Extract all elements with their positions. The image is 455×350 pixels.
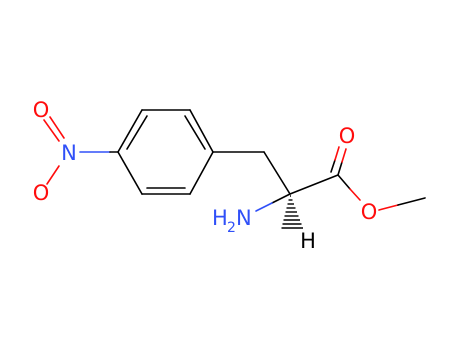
- bond-o-top-n-double: [49, 116, 65, 139]
- atom-carbonyl-o: O: [339, 124, 356, 148]
- hashed-wedge-bond: [281, 195, 303, 229]
- bond-carbonyl-ester-o-red: [349, 188, 361, 201]
- bond-alpha-nh2: [271, 193, 291, 204]
- amine-group: H 2 N: [212, 206, 252, 236]
- bond-carbonyl-ester-o: [337, 174, 351, 190]
- bond-alpha-carbonyl: [289, 174, 339, 195]
- atom-n-nitro: N: [61, 141, 77, 165]
- atom-alpha-h: H: [300, 229, 316, 253]
- bond-ester-o-methyl-red: [378, 204, 399, 211]
- ring-inner-1: [126, 115, 148, 150]
- ring-bond-3: [189, 109, 214, 153]
- bond-alpha-nh2-blue: [255, 202, 273, 212]
- ring-inner-2: [184, 115, 206, 150]
- bond-carbonyl-o-1-red: [341, 148, 347, 163]
- ring-bond-4: [189, 151, 214, 195]
- bond-o-top-n: [43, 119, 60, 142]
- ring-bond-1: [117, 109, 143, 153]
- bond-carbonyl-o-2: [330, 159, 336, 173]
- bond-carbonyl-o-1: [337, 161, 343, 176]
- bond-ch2-alpha: [263, 151, 291, 195]
- atom-ester-o: O: [361, 200, 378, 224]
- bond-carbonyl-o-2-red: [334, 146, 340, 161]
- atom-o-bottom: O: [33, 181, 50, 205]
- atom-amine-h: H: [212, 206, 228, 230]
- atom-amine-n: N: [236, 206, 252, 230]
- bond-n-o-bottom: [46, 165, 60, 185]
- atom-o-top: O: [33, 98, 50, 122]
- ring-bond-6: [117, 151, 143, 195]
- bond-ester-o-methyl: [397, 197, 426, 206]
- atom-amine-h-count: 2: [227, 220, 236, 236]
